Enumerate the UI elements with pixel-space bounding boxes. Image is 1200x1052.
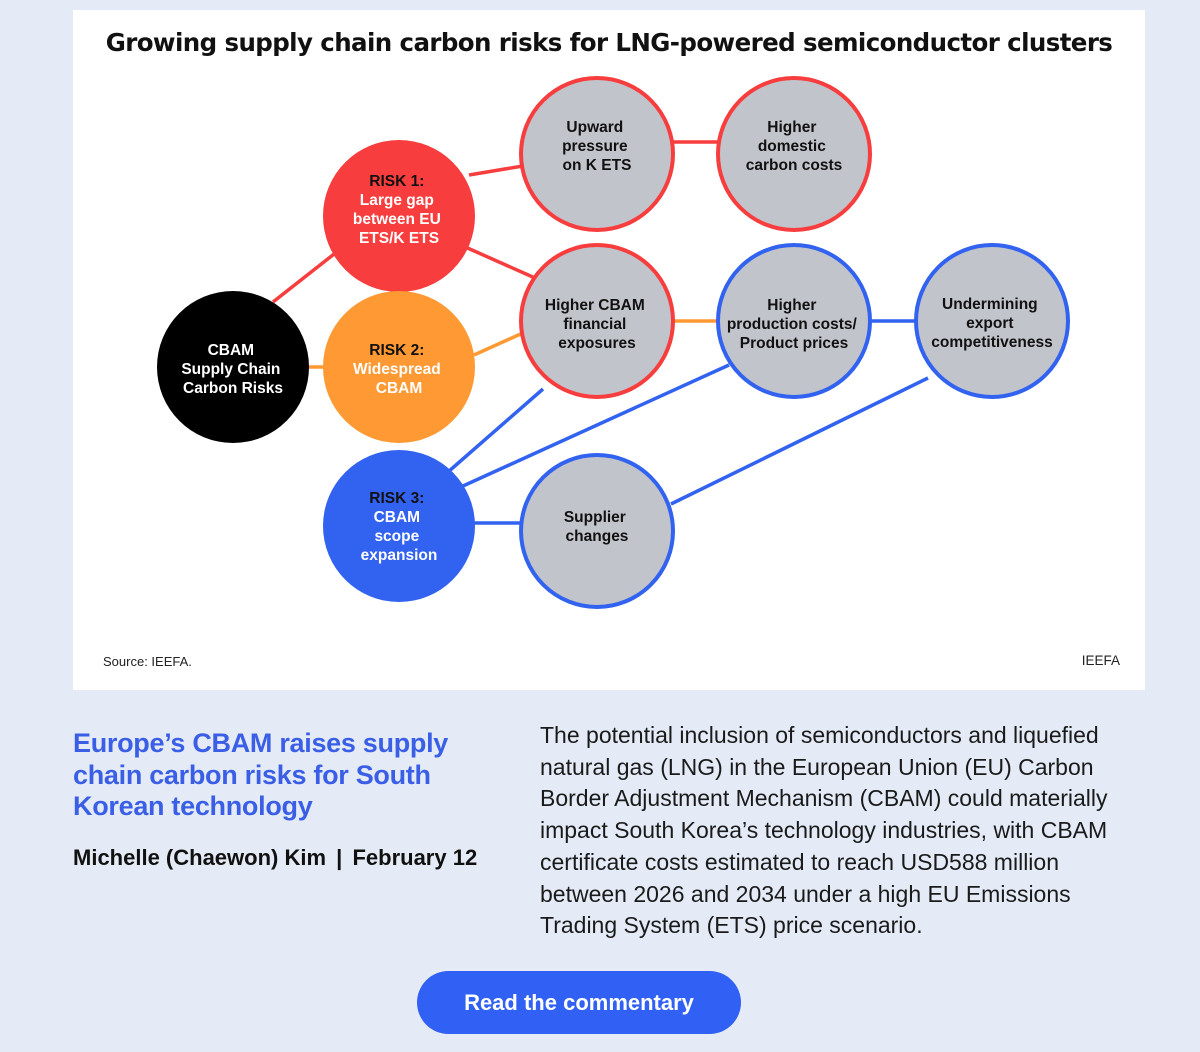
domestic-label-line: domestic <box>758 138 826 155</box>
production-node: Higher production costs/ Product prices <box>716 243 872 399</box>
export-label-line: Undermining <box>942 296 1038 313</box>
production-label: Higher production costs/ Product prices <box>727 297 861 352</box>
risk3-label-line: CBAM <box>374 509 421 526</box>
domestic-label: Higher domestic carbon costs <box>746 119 842 174</box>
cbam-fin-label-line: financial <box>563 316 626 333</box>
production-label-line: Product prices <box>740 335 849 352</box>
figure-source: Source: IEEFA. <box>103 654 192 669</box>
root-label: CBAM Supply Chain Carbon Risks <box>181 342 284 397</box>
connector-supplier-export <box>670 376 929 506</box>
read-commentary-button[interactable]: Read the commentary <box>417 971 741 1034</box>
article-date: February 12 <box>352 845 478 870</box>
root-label-line: Supply Chain <box>181 361 280 378</box>
root-node: CBAM Supply Chain Carbon Risks <box>157 291 309 443</box>
supplier-circle <box>519 453 675 609</box>
export-node: Undermining export competitiveness <box>914 243 1070 399</box>
root-label-line: Carbon Risks <box>183 380 283 397</box>
risk1-label-line: Large gap <box>360 192 434 209</box>
connector-root-risk1 <box>271 245 345 304</box>
connector-risk3-cbamfin <box>446 387 545 474</box>
production-label-line: production costs/ <box>727 316 858 333</box>
cbam-fin-node: Higher CBAM financial exposures <box>519 243 675 399</box>
article-headline[interactable]: Europe’s CBAM raises supply chain carbon… <box>73 728 449 821</box>
risk2-node: RISK 2: Widespread CBAM <box>323 291 475 443</box>
figure-title: Growing supply chain carbon risks for LN… <box>105 28 1113 57</box>
root-label-line: CBAM <box>208 342 255 359</box>
figure-brand: IEEFA <box>1081 653 1120 668</box>
supplier-label-line: Supplier <box>564 509 626 526</box>
risk2-label: RISK 2: Widespread CBAM <box>353 342 445 397</box>
export-label-line: export <box>966 315 1013 332</box>
cbam-fin-label-line: exposures <box>558 335 636 352</box>
risk2-circle <box>323 291 475 443</box>
production-label-line: Higher <box>767 297 816 314</box>
kets-label: Upward pressure on K ETS <box>562 119 632 174</box>
production-circle <box>716 243 872 399</box>
kets-label-line: on K ETS <box>563 157 632 174</box>
domestic-label-line: Higher <box>767 119 816 136</box>
risk1-node: RISK 1: Large gap between EU ETS/K ETS <box>323 140 475 292</box>
diagram-figure: Growing supply chain carbon risks for LN… <box>73 10 1145 690</box>
risk3-heading: RISK 3: <box>369 490 424 507</box>
kets-label-line: Upward <box>566 119 623 136</box>
risk3-label-line: scope <box>374 528 419 545</box>
risk1-heading: RISK 1: <box>369 173 424 190</box>
risk2-label-line: Widespread <box>353 361 441 378</box>
export-circle <box>914 243 1070 399</box>
risk1-circle <box>323 140 475 292</box>
cbam-fin-label: Higher CBAM financial exposures <box>545 297 649 352</box>
connector-risk1-cbamfin <box>462 244 536 280</box>
byline-separator: | <box>336 845 343 870</box>
supplier-label: Supplier changes <box>564 509 630 545</box>
risk3-circle <box>323 450 475 602</box>
risk1-label-line: ETS/K ETS <box>359 230 439 247</box>
cbam-fin-circle <box>519 243 675 399</box>
article-author: Michelle (Chaewon) Kim <box>73 845 327 870</box>
connector-risk2-cbamfin <box>473 330 526 357</box>
risk2-label-line: CBAM <box>376 380 423 397</box>
article-summary: The potential inclusion of semiconductor… <box>540 722 1108 939</box>
kets-label-line: pressure <box>562 138 628 155</box>
kets-node: Upward pressure on K ETS <box>519 76 675 232</box>
export-label: Undermining export competitiveness <box>931 296 1052 351</box>
connector-risk1-kets <box>468 164 524 177</box>
connector-risk3-production <box>462 363 730 488</box>
risk3-label-line: expansion <box>361 547 438 564</box>
domestic-circle <box>716 76 872 232</box>
domestic-label-line: carbon costs <box>746 157 842 174</box>
risk1-label-line: between EU <box>353 211 441 228</box>
supplier-label-line: changes <box>566 528 629 545</box>
risk3-node: RISK 3: CBAM scope expansion <box>323 450 475 602</box>
export-label-line: competitiveness <box>931 334 1052 351</box>
connectors <box>271 140 929 525</box>
flow-diagram: CBAM Supply Chain Carbon Risks RISK 1: L… <box>157 76 1070 609</box>
risk2-heading: RISK 2: <box>369 342 424 359</box>
cbam-fin-label-line: Higher CBAM <box>545 297 645 314</box>
root-circle <box>157 291 309 443</box>
domestic-node: Higher domestic carbon costs <box>716 76 872 232</box>
risk3-label: RISK 3: CBAM scope expansion <box>361 490 438 564</box>
risk1-label: RISK 1: Large gap between EU ETS/K ETS <box>353 173 445 247</box>
kets-circle <box>519 76 675 232</box>
supplier-node: Supplier changes <box>519 453 675 609</box>
article-byline: Michelle (Chaewon) Kim | February 12 <box>73 845 477 871</box>
